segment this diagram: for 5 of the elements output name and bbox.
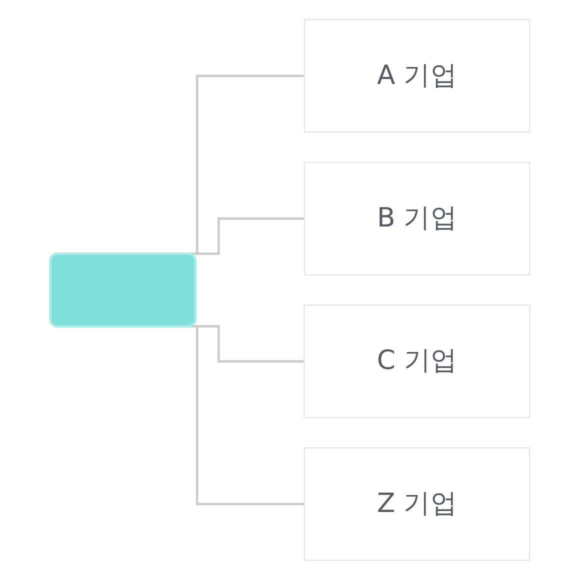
node-box: A 기업: [304, 19, 530, 133]
node-box: C 기업: [304, 304, 530, 418]
node-box: B 기업: [304, 162, 530, 276]
node-box: [49, 252, 197, 328]
node-box: Z 기업: [304, 447, 530, 561]
